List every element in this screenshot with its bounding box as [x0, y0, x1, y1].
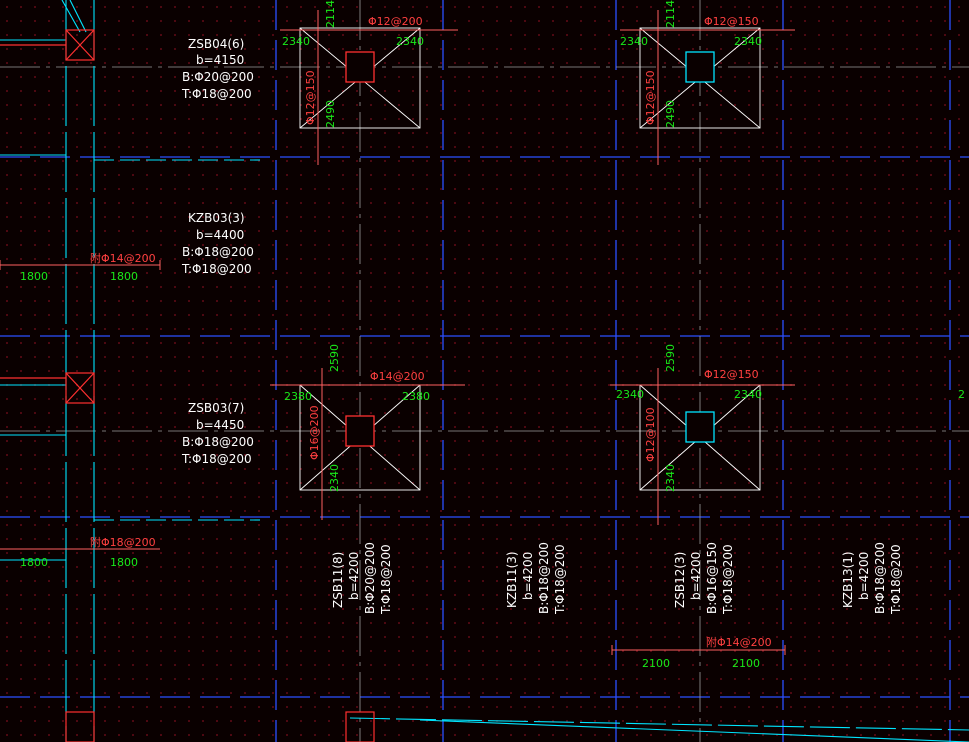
cap-top-rebar: Φ12@200	[368, 15, 423, 28]
column-cyan-squares	[685, 51, 715, 443]
slab-width: b=4200	[689, 552, 703, 600]
slab-bottom-rebar: B:Φ18@200	[182, 435, 254, 449]
cap-vert-bottom-dim: 2340	[664, 464, 677, 492]
extra-bar-label: 附Φ18@200	[90, 535, 156, 549]
cap-left-dim: 2340	[616, 388, 644, 401]
cap-vert-bottom-dim: 2490	[664, 100, 677, 128]
cap-right-dim: 2380	[402, 390, 430, 403]
cap-side-rebar: Φ12@100	[644, 407, 657, 462]
slab-label-vertical: ZSB11(8) b=4200 B:Φ20@200 T:Φ18@200	[331, 542, 393, 615]
cap-right-dim: 2340	[396, 35, 424, 48]
cap-left-dim: 2340	[282, 35, 310, 48]
slab-width: b=4150	[196, 53, 244, 67]
extra-bar-left-dim: 1800	[20, 556, 48, 569]
extra-bar-right-dim: 2100	[732, 657, 760, 670]
slab-width: b=4450	[196, 418, 244, 432]
cap-side-rebar: Φ12@150	[644, 70, 657, 125]
cap-vert-bottom-dim: 2490	[324, 100, 337, 128]
cap-top-rebar: Φ12@150	[704, 15, 759, 28]
slab-width: b=4200	[521, 552, 535, 600]
slab-name: KZB13(1)	[841, 551, 855, 608]
cap-right-dim: 2340	[734, 35, 762, 48]
slab-name: ZSB12(3)	[673, 552, 687, 608]
slab-width: b=4200	[857, 552, 871, 600]
cap-top-rebar: Φ14@200	[370, 370, 425, 383]
slab-name: KZB03(3)	[188, 211, 245, 225]
slab-bottom-rebar: B:Φ20@200	[363, 542, 377, 614]
slab-width: b=4200	[347, 552, 361, 600]
slab-top-rebar: T:Φ18@200	[181, 262, 252, 276]
cap-left-dim: 2380	[284, 390, 312, 403]
cropped-dim: 2	[958, 388, 965, 401]
slab-bottom-rebar: B:Φ16@150	[705, 542, 719, 614]
cap-top-rebar: Φ12@150	[704, 368, 759, 381]
slab-width: b=4400	[196, 228, 244, 242]
slab-name: KZB11(3)	[505, 551, 519, 608]
cap-side-rebar: Φ16@200	[308, 405, 321, 460]
extra-bar-right-dim: 1800	[110, 270, 138, 283]
cap-right-dim: 2340	[734, 388, 762, 401]
rebar-lines	[0, 10, 795, 655]
extra-bar-right-dim: 1800	[110, 556, 138, 569]
cap-side-rebar: Φ12@150	[304, 70, 317, 125]
cap-vert-bottom-dim: 2340	[328, 464, 341, 492]
column-red-squares	[345, 51, 375, 447]
slab-label-vertical: KZB13(1) b=4200 B:Φ18@200 T:Φ18@200	[841, 542, 903, 615]
extra-bar-left-dim: 2100	[642, 657, 670, 670]
slab-top-rebar: T:Φ18@200	[553, 544, 567, 615]
slab-label-vertical: KZB11(3) b=4200 B:Φ18@200 T:Φ18@200	[505, 542, 567, 615]
slab-top-rebar: T:Φ18@200	[379, 544, 393, 615]
column-markers	[0, 29, 375, 742]
slab-top-rebar: T:Φ18@200	[889, 544, 903, 615]
slab-bottom-rebar: B:Φ18@200	[182, 245, 254, 259]
slab-name: ZSB03(7)	[188, 401, 244, 415]
cap-vert-top-dim: 2590	[664, 344, 677, 372]
slab-bottom-rebar: B:Φ18@200	[537, 542, 551, 614]
slab-label-vertical: ZSB12(3) b=4200 B:Φ16@150 T:Φ18@200	[673, 542, 735, 615]
slab-top-rebar: T:Φ18@200	[181, 452, 252, 466]
slab-name: ZSB04(6)	[188, 37, 244, 51]
slab-bottom-rebar: B:Φ18@200	[873, 542, 887, 614]
slab-name: ZSB11(8)	[331, 552, 345, 608]
slab-top-rebar: T:Φ18@200	[181, 87, 252, 101]
drop-panel-outlines	[299, 27, 761, 491]
slab-top-rebar: T:Φ18@200	[721, 544, 735, 615]
extra-bar-label: 附Φ14@200	[706, 635, 772, 649]
extra-bar-label: 附Φ14@200	[90, 251, 156, 265]
cap-left-dim: 2340	[620, 35, 648, 48]
cap-vert-top-dim: 2590	[328, 344, 341, 372]
slab-bottom-rebar: B:Φ20@200	[182, 70, 254, 84]
extra-bar-left-dim: 1800	[20, 270, 48, 283]
cap-vert-top-dim: 2114	[324, 0, 337, 28]
cap-vert-top-dim: 2114	[664, 0, 677, 28]
